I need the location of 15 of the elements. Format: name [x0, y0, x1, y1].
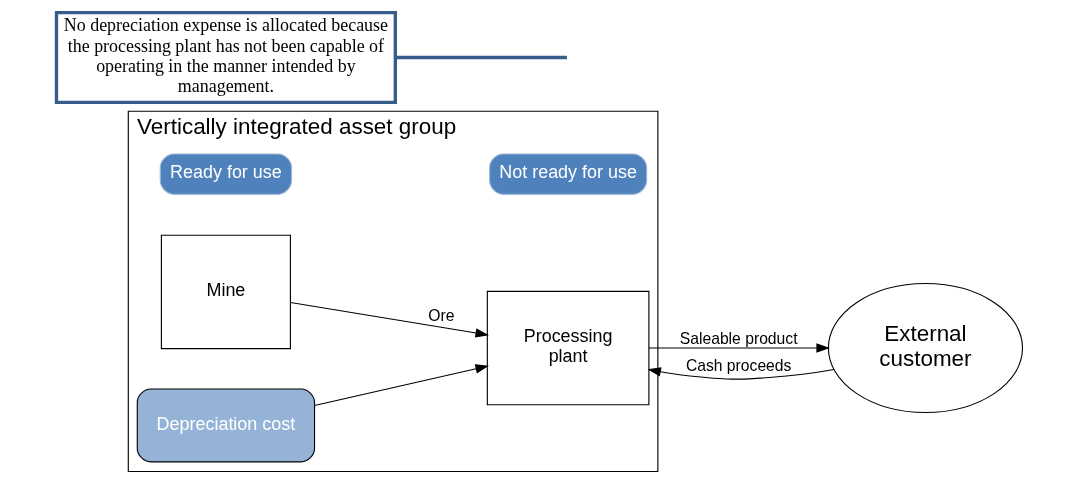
node-box: No depreciation expense is allocated because the processing plant has not been capable of operating in the manner intended by management. — [54, 10, 397, 104]
arrow — [313, 364, 489, 407]
node-box: Mine — [160, 234, 291, 350]
arrow — [646, 367, 834, 380]
arrow — [289, 301, 489, 338]
connector — [395, 55, 567, 60]
node-box: Ready for use — [159, 153, 292, 195]
node-box: Processing plant — [486, 290, 649, 406]
node-box: Depreciation cost — [136, 388, 315, 463]
edge-label: Ore — [427, 307, 454, 325]
edge-label: Cash proceeds — [685, 356, 791, 374]
edge-label: Saleable product — [679, 329, 798, 347]
node-ellipse: External customer — [827, 282, 1023, 414]
arrow — [647, 343, 830, 353]
node-box: Not ready for use — [488, 153, 647, 195]
